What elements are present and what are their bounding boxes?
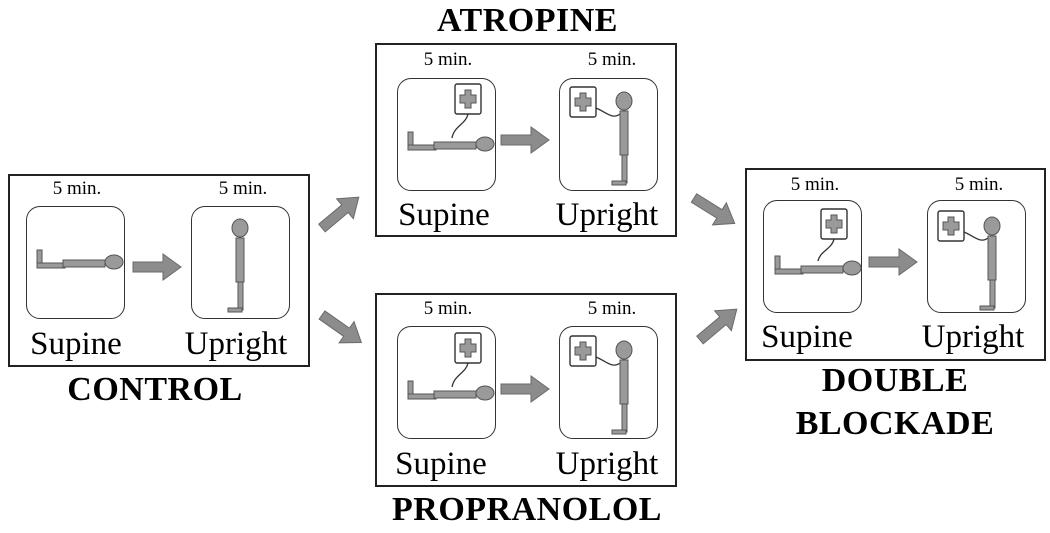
- propranolol-heading: PROPRANOLOL: [392, 491, 662, 528]
- control-heading: CONTROL: [67, 371, 243, 408]
- control-upright-label: Upright: [184, 326, 288, 362]
- atropine-supine-label: Supine: [398, 197, 490, 233]
- double-blockade-upright-duration: 5 min.: [954, 174, 1004, 195]
- propranolol-supine-duration: 5 min.: [423, 298, 473, 319]
- atropine-supine-duration: 5 min.: [423, 49, 473, 70]
- control-supine-label: Supine: [30, 326, 122, 362]
- atropine-upright-panel: [559, 78, 658, 191]
- control-supine-duration: 5 min.: [52, 178, 102, 199]
- double-blockade-supine-panel: [763, 200, 862, 313]
- atropine-heading: ATROPINE: [437, 2, 618, 39]
- propranolol-upright-duration: 5 min.: [587, 298, 637, 319]
- atropine-upright-duration: 5 min.: [587, 49, 637, 70]
- double-blockade-supine-label: Supine: [761, 319, 853, 355]
- double-blockade-upright-label: Upright: [921, 319, 1025, 355]
- double-blockade-heading-line2: BLOCKADE: [795, 405, 995, 442]
- propranolol-upright-label: Upright: [555, 446, 659, 482]
- arrow-control-to-propranolol-icon: [314, 303, 370, 354]
- control-supine-panel: [26, 206, 125, 319]
- propranolol-upright-panel: [559, 326, 658, 439]
- arrow-control-to-atropine-icon: [313, 186, 368, 239]
- arrow-atropine-to-blockade-icon: [686, 186, 743, 235]
- control-upright-panel: [191, 206, 290, 319]
- propranolol-supine-panel: [397, 326, 496, 439]
- propranolol-supine-label: Supine: [395, 446, 487, 482]
- control-upright-duration: 5 min.: [218, 178, 268, 199]
- double-blockade-upright-panel: [927, 200, 1026, 313]
- double-blockade-supine-duration: 5 min.: [790, 174, 840, 195]
- double-blockade-heading-line1: DOUBLE: [821, 362, 969, 399]
- atropine-upright-label: Upright: [555, 197, 659, 233]
- atropine-supine-panel: [397, 78, 496, 191]
